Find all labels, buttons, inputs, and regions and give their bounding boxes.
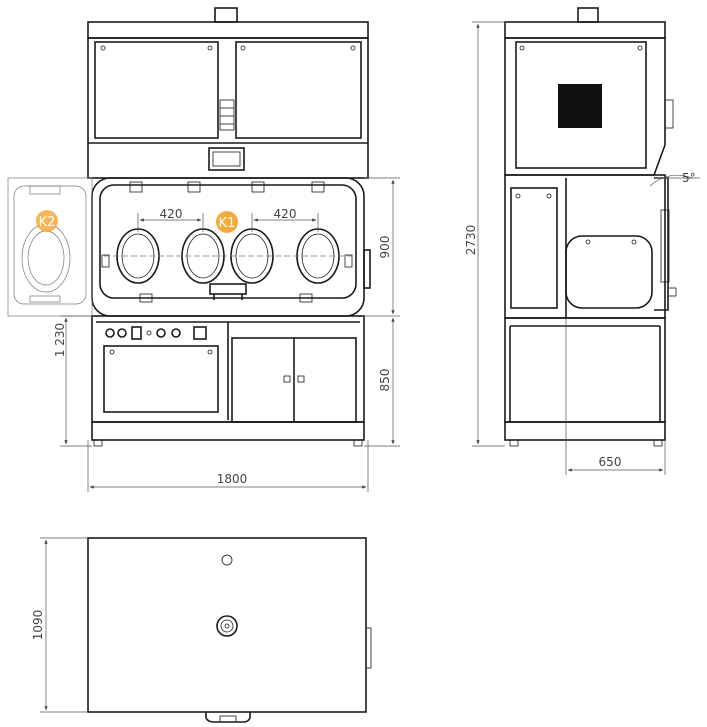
- k1-label: K1: [219, 216, 236, 231]
- height-total-label: 2730: [464, 225, 478, 256]
- front-view: 420 420 K1: [7, 7, 400, 492]
- depth-top-label: 1090: [31, 610, 45, 641]
- depth-label: 650: [599, 455, 622, 469]
- height-base-label: 850: [378, 369, 392, 392]
- k2-label: K2: [39, 215, 56, 230]
- k1-badge: [216, 211, 238, 233]
- width-front-label: 1800: [217, 472, 248, 486]
- airlock-ghost: [7, 177, 93, 317]
- tilt-angle-label: 5°: [682, 171, 696, 185]
- port-spacing-right-label: 420: [274, 207, 297, 221]
- top-view: 1090: [31, 537, 372, 723]
- port-spacing-left-label: 420: [160, 207, 183, 221]
- k2-badge: [36, 210, 58, 232]
- height-glovebox-label: 900: [378, 236, 392, 259]
- side-view: 5° 2730 650: [464, 7, 700, 475]
- height-door-label: 1 230: [53, 323, 67, 357]
